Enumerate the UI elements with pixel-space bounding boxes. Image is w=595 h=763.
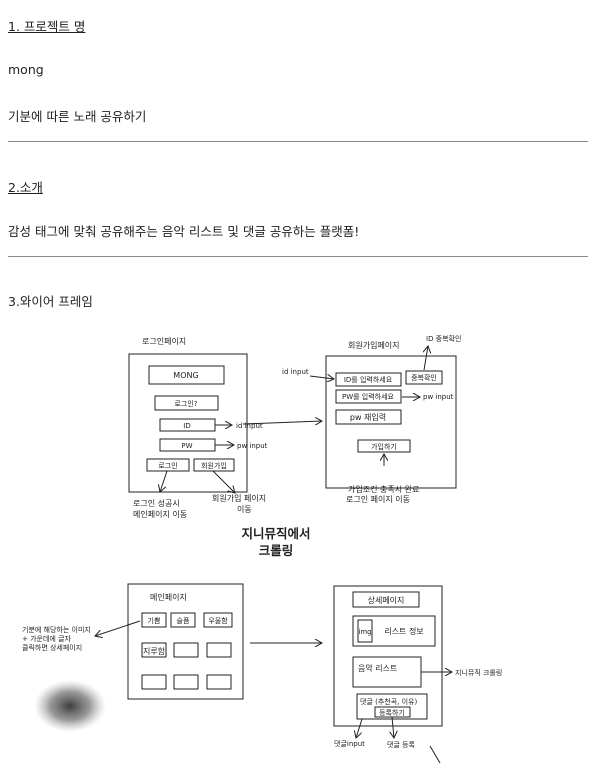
wf-detail-title: 상세페이지 — [368, 595, 405, 605]
wf-main-title: 메인페이지 — [150, 592, 187, 602]
signup-page-frame — [325, 355, 457, 489]
wf-detail-register: 등록하기 — [379, 708, 405, 717]
main-cell-7 — [141, 674, 167, 690]
wf-login-pw-box: PW — [181, 442, 192, 450]
login-logo-box — [148, 365, 225, 385]
signup-submit-box — [357, 439, 411, 453]
section-2-title: 2.소개 — [8, 180, 43, 195]
main-cell-9 — [206, 674, 232, 690]
wf-login-button: 로그인 — [158, 461, 177, 470]
wf-main-tag-1: 기쁨 — [148, 616, 161, 625]
detail-info-box — [352, 615, 436, 647]
login-button-box — [146, 458, 190, 472]
wireframe-sketch: 로그인페이지 MONG 로그인? ID PW 로그인 회원가입 id input… — [22, 334, 502, 763]
main-tag1-box — [141, 612, 167, 628]
wf-signup-complete: 가입조건 충족시 완료 — [348, 484, 419, 494]
wf-genie-crawl: 지니뮤직에서 — [241, 526, 310, 541]
wf-signup-complete-2: 로그인 페이지 이동 — [346, 494, 410, 504]
wf-mood-note-2: + 가운데에 글자 — [22, 634, 72, 643]
wf-login-success: 로그인 성공시 — [133, 498, 180, 508]
main-tag3-box — [203, 612, 233, 628]
detail-title-box — [352, 591, 420, 608]
wf-detail-comment: 댓글 (추천곡, 이유) — [360, 697, 417, 706]
wf-signup-pw-box: PW를 입력하세요 — [342, 392, 395, 401]
wf-genie-crawl-2: 크롤링 — [259, 543, 294, 558]
divider-2 — [8, 256, 588, 257]
wf-detail-genie-crawl: 지니뮤직 크롤링 — [455, 668, 502, 677]
wf-mood-note-3: 클릭하면 상세페이지 — [22, 643, 82, 652]
wf-signup-button: 회원가입 — [201, 461, 227, 470]
detail-page-frame — [333, 585, 443, 727]
main-cell-8 — [173, 674, 199, 690]
wf-signup-move-2: 이동 — [237, 504, 252, 514]
wf-signup-id-input: id input — [282, 368, 309, 376]
wf-pw-input: pw input — [237, 442, 268, 450]
wf-detail-music-list: 음악 리스트 — [358, 663, 397, 673]
signup-dup-box — [405, 370, 443, 385]
main-cell-6 — [206, 642, 232, 658]
signup-pw-re-box — [335, 409, 402, 425]
wf-login-id-box: ID — [183, 422, 190, 430]
wf-signup-move: 회원가입 페이지 — [212, 493, 266, 503]
wf-detail-img: img — [358, 628, 371, 636]
wf-signup-dup-button: 중복확인 — [411, 373, 437, 382]
signup-pw-box — [335, 389, 402, 404]
detail-img-box — [357, 619, 373, 643]
project-description: 기분에 따른 노래 공유하기 — [8, 109, 147, 124]
ink-smudge — [34, 680, 106, 732]
divider-1 — [8, 141, 588, 142]
main-tag4-box — [141, 642, 167, 658]
wf-main-tag-4: 지루함 — [143, 647, 166, 656]
main-page-frame — [127, 583, 244, 700]
wf-comment-register: 댓글 등록 — [387, 740, 416, 749]
project-name: mong — [8, 62, 44, 77]
wf-main-tag-2: 슬픔 — [177, 616, 190, 625]
wf-signup-submit: 가입하기 — [371, 442, 397, 451]
wf-signup-id-box: ID를 입력하세요 — [344, 375, 393, 384]
wf-login-success-2: 메인페이지 이동 — [133, 509, 187, 519]
signup-button-box — [193, 458, 235, 472]
wf-login-logo: MONG — [173, 371, 198, 380]
wf-signup-title: 회원가입페이지 — [348, 340, 400, 350]
wf-login-question: 로그인? — [174, 399, 197, 408]
wf-mood-note: 기분에 해당하는 이미지 — [22, 625, 91, 634]
section-1-title: 1. 프로젝트 명 — [8, 19, 86, 34]
main-tag2-box — [170, 612, 196, 628]
signup-id-box — [335, 372, 402, 387]
wf-detail-list-info: 리스트 정보 — [384, 626, 423, 636]
wf-main-tag-3: 우울함 — [208, 616, 228, 625]
main-cell-5 — [173, 642, 199, 658]
intro-text: 감성 태그에 맞춰 공유해주는 음악 리스트 및 댓글 공유하는 플랫폼! — [8, 224, 360, 239]
wf-signup-pw-re: pw 재입력 — [350, 412, 386, 422]
wf-id-dup-check: ID 중복확인 — [426, 334, 461, 343]
wf-signup-pw-input: pw input — [423, 393, 454, 401]
login-question-box — [154, 395, 219, 411]
wf-id-input: id input — [236, 422, 263, 430]
wf-comment-input: 댓글input — [334, 739, 365, 748]
login-page-frame — [128, 353, 248, 493]
wf-login-title: 로그인페이지 — [142, 336, 186, 346]
section-3-title: 3.와이어 프레임 — [8, 294, 93, 309]
